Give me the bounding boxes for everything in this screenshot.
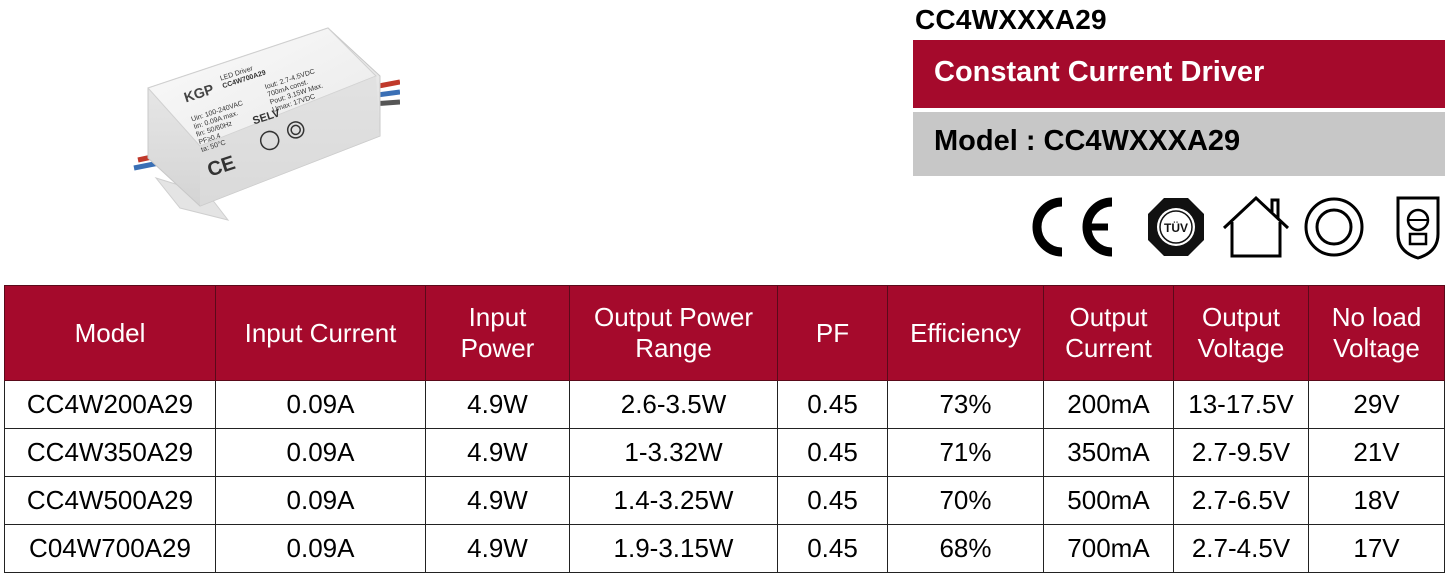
cell-efficiency: 71% bbox=[887, 428, 1044, 477]
column-header-output-voltage: Output Voltage bbox=[1173, 285, 1309, 381]
cell-output-voltage: 2.7-4.5V bbox=[1173, 524, 1309, 573]
class-ii-double-circle-icon bbox=[1304, 197, 1364, 257]
certification-icons: TÜV bbox=[1028, 190, 1443, 262]
cell-no-load-voltage: 18V bbox=[1308, 476, 1445, 525]
column-header-pf: PF bbox=[777, 285, 888, 381]
column-header-input-current: Input Current bbox=[215, 285, 426, 381]
column-header-output-current: Output Current bbox=[1043, 285, 1174, 381]
tuv-icon: TÜV bbox=[1148, 198, 1204, 256]
product-image: KGP LED Driver CC4W700A29 Uin: 100-240VA… bbox=[118, 18, 401, 246]
specification-table: Model Input Current Input Power Output P… bbox=[4, 285, 1445, 573]
cell-input-power: 4.9W bbox=[425, 380, 570, 429]
column-header-output-power-range: Output Power Range bbox=[569, 285, 778, 381]
indoor-use-house-icon bbox=[1222, 195, 1290, 258]
cell-model: CC4W200A29 bbox=[4, 380, 216, 429]
column-header-efficiency: Efficiency bbox=[887, 285, 1044, 381]
model-banner: Model : CC4WXXXA29 bbox=[913, 112, 1445, 176]
cell-output-power-range: 1.9-3.15W bbox=[569, 524, 778, 573]
cell-pf: 0.45 bbox=[777, 524, 888, 573]
cell-input-current: 0.09A bbox=[215, 524, 426, 573]
cell-model: C04W700A29 bbox=[4, 524, 216, 573]
column-header-no-load-voltage: No load Voltage bbox=[1308, 285, 1445, 381]
cell-input-current: 0.09A bbox=[215, 476, 426, 525]
table-row: CC4W350A29 0.09A 4.9W 1-3.32W 0.45 71% 3… bbox=[4, 428, 1445, 477]
cell-no-load-voltage: 29V bbox=[1308, 380, 1445, 429]
cell-output-current: 500mA bbox=[1043, 476, 1174, 525]
cell-output-current: 200mA bbox=[1043, 380, 1174, 429]
cell-input-current: 0.09A bbox=[215, 380, 426, 429]
independent-lamp-control-gear-icon bbox=[1396, 196, 1440, 260]
cell-pf: 0.45 bbox=[777, 428, 888, 477]
cell-model: CC4W500A29 bbox=[4, 476, 216, 525]
cell-efficiency: 70% bbox=[887, 476, 1044, 525]
svg-text:TÜV: TÜV bbox=[1164, 220, 1188, 235]
table-row: C04W700A29 0.09A 4.9W 1.9-3.15W 0.45 68%… bbox=[4, 524, 1445, 573]
cell-output-power-range: 1-3.32W bbox=[569, 428, 778, 477]
cell-output-voltage: 2.7-9.5V bbox=[1173, 428, 1309, 477]
column-header-model: Model bbox=[4, 285, 216, 381]
cell-pf: 0.45 bbox=[777, 380, 888, 429]
cell-input-current: 0.09A bbox=[215, 428, 426, 477]
table-row: CC4W200A29 0.09A 4.9W 2.6-3.5W 0.45 73% … bbox=[4, 380, 1445, 429]
cell-input-power: 4.9W bbox=[425, 476, 570, 525]
cell-output-current: 700mA bbox=[1043, 524, 1174, 573]
category-banner: Constant Current Driver bbox=[913, 40, 1445, 108]
cell-input-power: 4.9W bbox=[425, 524, 570, 573]
cell-model: CC4W350A29 bbox=[4, 428, 216, 477]
cell-no-load-voltage: 17V bbox=[1308, 524, 1445, 573]
cell-efficiency: 73% bbox=[887, 380, 1044, 429]
cell-output-voltage: 13-17.5V bbox=[1173, 380, 1309, 429]
cell-output-current: 350mA bbox=[1043, 428, 1174, 477]
page-title: CC4WXXXA29 bbox=[915, 4, 1107, 35]
cell-input-power: 4.9W bbox=[425, 428, 570, 477]
cell-output-power-range: 1.4-3.25W bbox=[569, 476, 778, 525]
cell-output-power-range: 2.6-3.5W bbox=[569, 380, 778, 429]
cell-pf: 0.45 bbox=[777, 476, 888, 525]
table-header-row: Model Input Current Input Power Output P… bbox=[4, 285, 1445, 381]
column-header-input-power: Input Power bbox=[425, 285, 570, 381]
cell-no-load-voltage: 21V bbox=[1308, 428, 1445, 477]
cell-efficiency: 68% bbox=[887, 524, 1044, 573]
table-row: CC4W500A29 0.09A 4.9W 1.4-3.25W 0.45 70%… bbox=[4, 476, 1445, 525]
cell-output-voltage: 2.7-6.5V bbox=[1173, 476, 1309, 525]
ce-mark-icon bbox=[1032, 197, 1113, 257]
